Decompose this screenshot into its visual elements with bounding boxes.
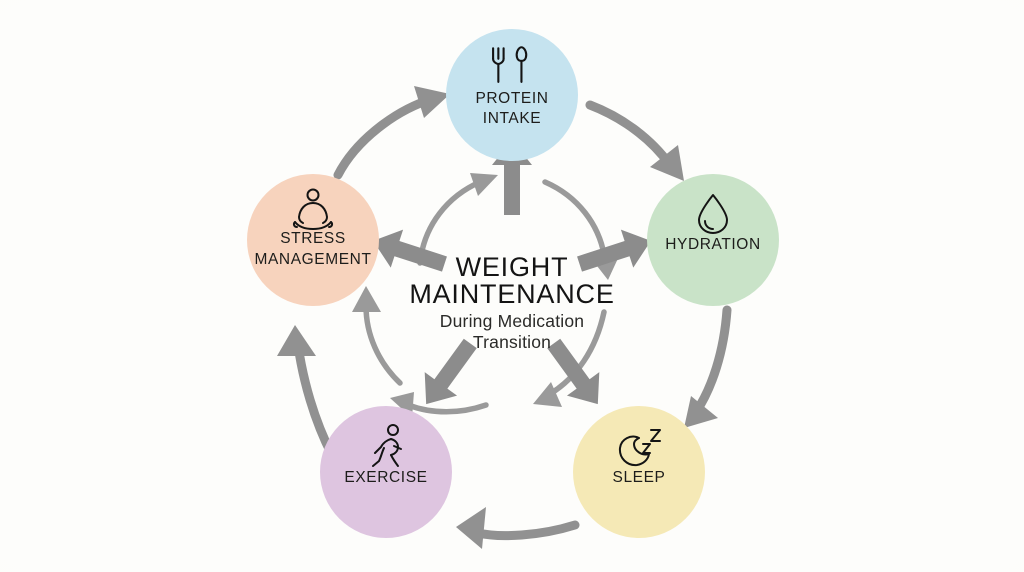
outer-arrow-stress-to-protein	[333, 86, 450, 180]
center-subtitle-line1: During Medication	[440, 311, 584, 331]
radial-arrow-to-stress	[373, 229, 447, 272]
outer-arrow-exercise-to-stress	[277, 325, 337, 460]
center-title-line2: MAINTENANCE	[409, 279, 614, 309]
node-label-exercise: EXERCISE	[344, 469, 427, 486]
node-exercise[interactable]: EXERCISE	[320, 406, 452, 538]
node-label-protein-intake-line2: INTAKE	[483, 110, 541, 127]
center-subtitle-line2: Transition	[473, 332, 551, 352]
node-label-stress-management-line1: STRESS	[280, 230, 346, 247]
inner-arrow-upper-left	[417, 173, 498, 266]
node-label-protein-intake-line1: PROTEIN	[475, 90, 548, 107]
node-label-stress-management-line2: MANAGEMENT	[254, 251, 371, 268]
node-hydration[interactable]: HYDRATION	[647, 174, 779, 306]
node-sleep[interactable]: SLEEP	[573, 406, 705, 538]
center-title-line1: WEIGHT	[456, 252, 569, 282]
node-label-sleep: SLEEP	[613, 469, 666, 486]
node-label-hydration: HYDRATION	[665, 236, 761, 253]
outer-arrow-hydration-to-sleep	[684, 305, 732, 428]
radial-arrow-to-hydration	[577, 229, 651, 272]
outer-arrow-protein-to-hydration	[585, 100, 684, 181]
outer-arrow-sleep-to-exercise	[456, 507, 580, 549]
node-stress-management[interactable]: STRESS MANAGEMENT	[247, 174, 379, 306]
inner-arrow-left	[352, 286, 403, 386]
node-protein-intake[interactable]: PROTEIN INTAKE	[446, 29, 578, 161]
